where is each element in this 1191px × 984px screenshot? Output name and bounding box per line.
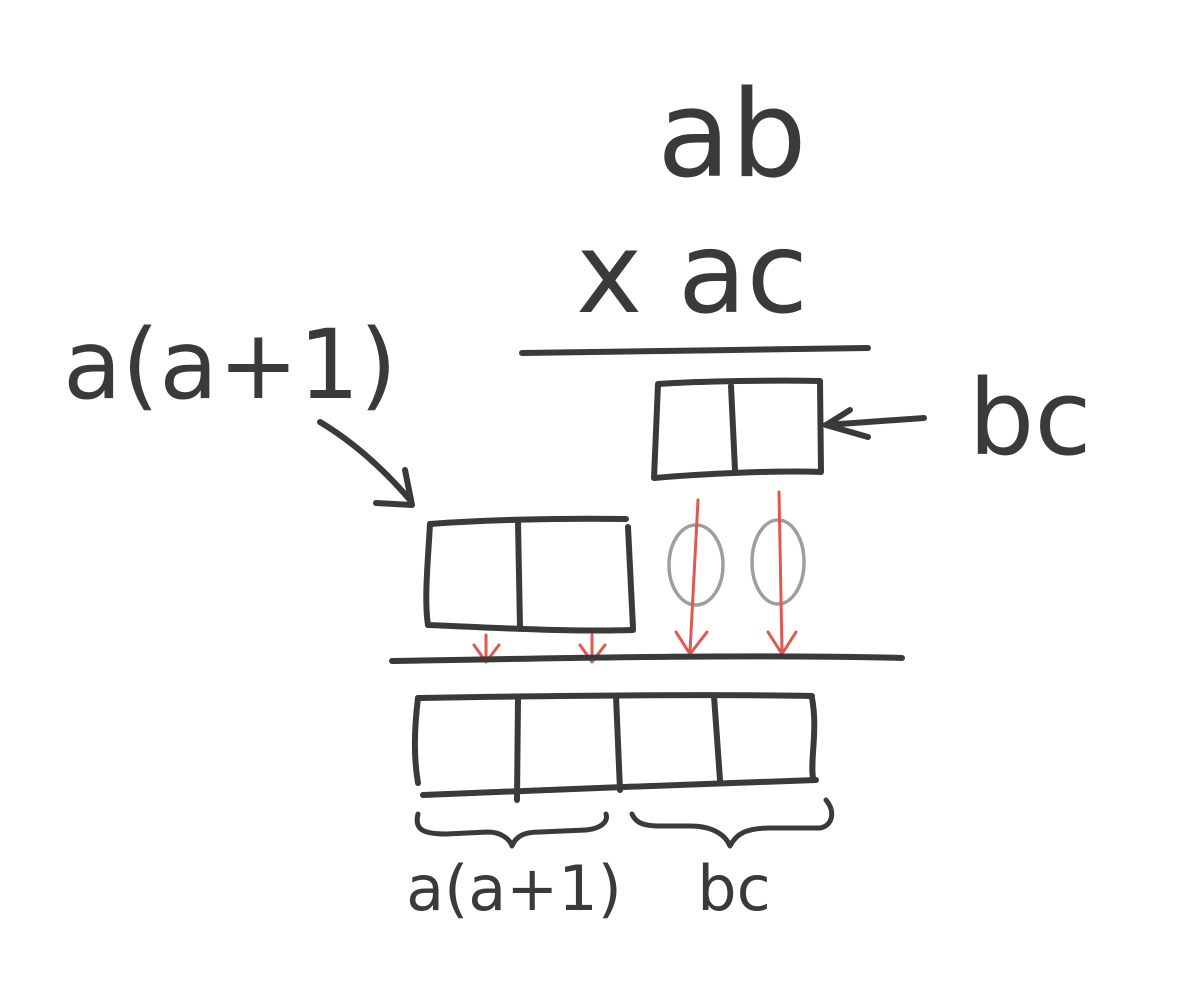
a-a-plus-1-label: a(a+1)	[63, 309, 397, 421]
result-rule	[389, 653, 905, 664]
a-a-plus-1-pointer-arrow	[317, 419, 415, 508]
right-brace	[629, 797, 835, 849]
zero-digit-2	[750, 518, 806, 606]
zero-digits	[667, 518, 806, 607]
bc-pointer-arrow	[823, 407, 927, 440]
bc-box	[651, 377, 824, 481]
bottom-a-a-plus-1-label: a(a+1)	[406, 852, 622, 925]
a-a-plus-1-box	[423, 515, 636, 634]
result-box	[412, 692, 819, 803]
bottom-bc-label: bc	[697, 852, 770, 925]
red-arrow-3	[674, 498, 709, 656]
multiplicand-text: ab	[657, 66, 807, 205]
red-arrow-4	[766, 490, 798, 656]
multiplier-text: x ac	[576, 209, 808, 339]
left-brace	[414, 811, 609, 849]
top-rule	[519, 345, 871, 356]
bc-label: bc	[968, 357, 1091, 479]
